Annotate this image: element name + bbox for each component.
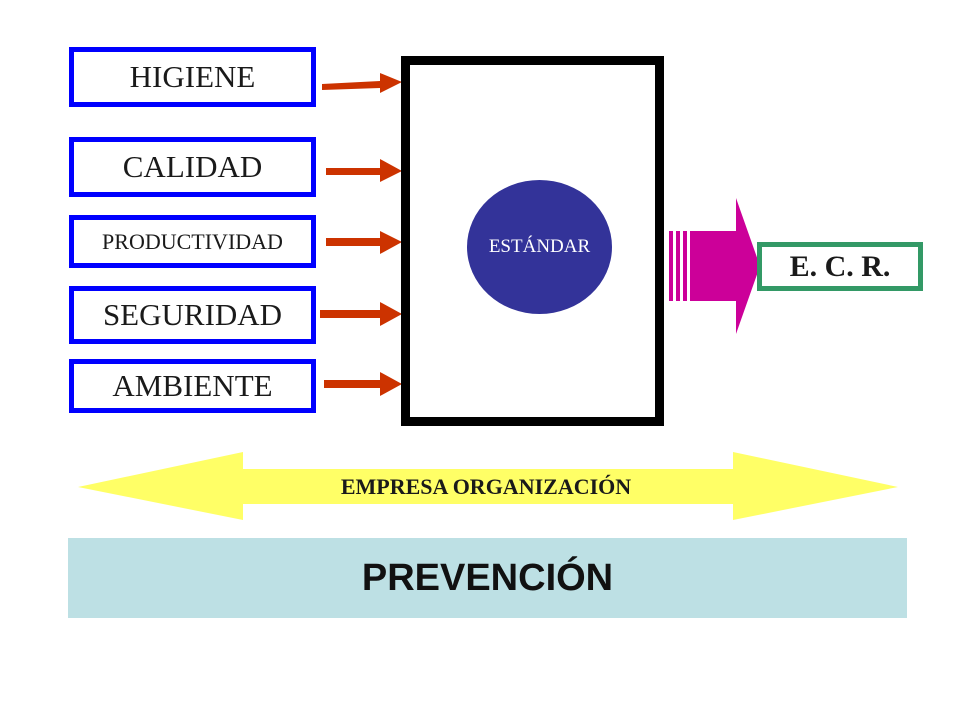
- input-label-productividad: PRODUCTIVIDAD: [102, 228, 283, 254]
- input-box-calidad: CALIDAD: [69, 137, 316, 197]
- input-box-seguridad: SEGURIDAD: [69, 286, 316, 344]
- arrow-productividad: [326, 231, 402, 254]
- estandar-label: ESTÁNDAR: [488, 236, 591, 257]
- input-box-higiene: HIGIENE: [69, 47, 316, 107]
- arrow-calidad: [326, 159, 402, 182]
- output-arrow: [669, 198, 760, 334]
- input-label-higiene: HIGIENE: [129, 59, 256, 94]
- prevencion-band: PREVENCIÓN: [68, 538, 907, 618]
- input-box-productividad: PRODUCTIVIDAD: [69, 215, 316, 268]
- input-label-seguridad: SEGURIDAD: [102, 297, 283, 332]
- empresa-double-arrow: [78, 452, 898, 520]
- arrow-ambiente: [324, 372, 402, 396]
- empresa-organizacion-label: EMPRESA ORGANIZACIÓN: [340, 474, 632, 499]
- input-arrows: [320, 73, 402, 396]
- input-box-ambiente: AMBIENTE: [69, 359, 316, 413]
- output-box-ecr: E. C. R.: [757, 242, 923, 291]
- input-label-calidad: CALIDAD: [122, 149, 263, 184]
- arrow-higiene: [322, 73, 402, 93]
- output-label-ecr: E. C. R.: [789, 249, 891, 283]
- prevencion-label: PREVENCIÓN: [361, 556, 614, 599]
- input-label-ambiente: AMBIENTE: [112, 368, 273, 403]
- arrow-seguridad: [320, 302, 402, 326]
- estandar-circle: ESTÁNDAR: [467, 180, 612, 314]
